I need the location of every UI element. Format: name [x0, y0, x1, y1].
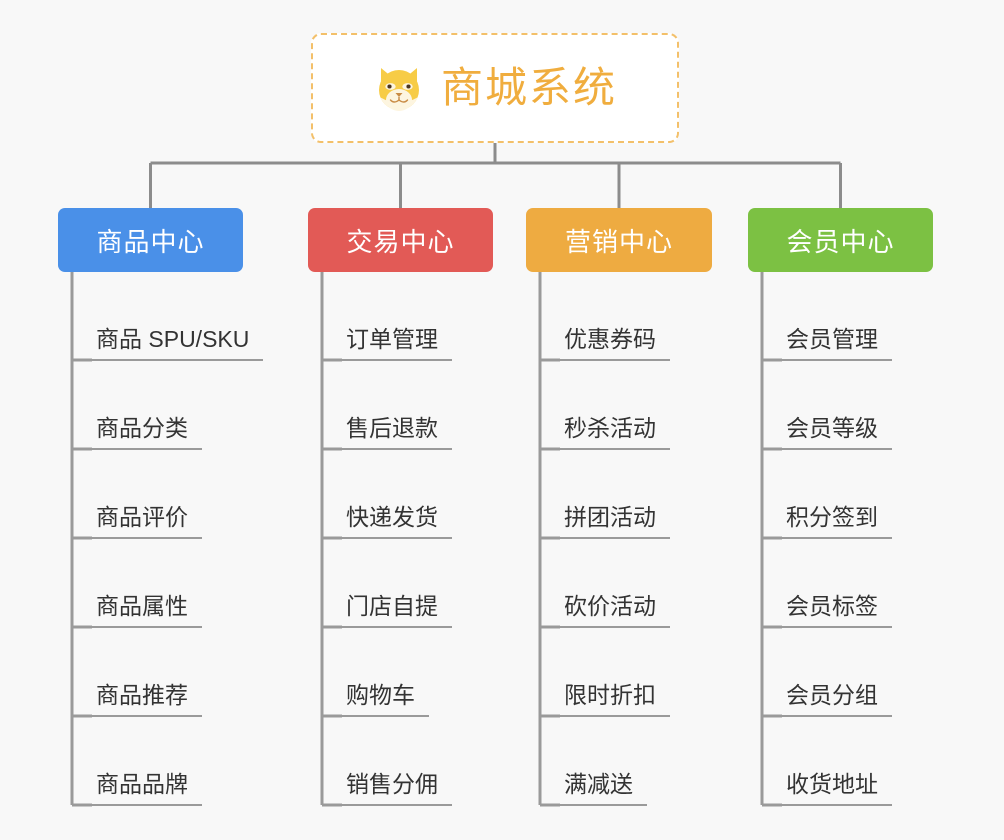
category-box-2[interactable]: 交易中心: [308, 208, 493, 272]
leaf-item[interactable]: 限时折扣: [526, 628, 712, 717]
leaf-list: 订单管理售后退款快递发货门店自提购物车销售分佣: [308, 272, 493, 806]
leaf-item[interactable]: 商品品牌: [58, 717, 243, 806]
leaf-item[interactable]: 快递发货: [308, 450, 493, 539]
leaf-item[interactable]: 订单管理: [308, 272, 493, 361]
leaf-item-label: 商品属性: [90, 593, 202, 628]
leaf-item-label: 会员标签: [780, 593, 892, 628]
leaf-list: 会员管理会员等级积分签到会员标签会员分组收货地址: [748, 272, 933, 806]
leaf-item-label: 购物车: [340, 682, 429, 717]
branch-column-3: 营销中心优惠券码秒杀活动拼团活动砍价活动限时折扣满减送: [526, 208, 712, 806]
leaf-item-label: 订单管理: [340, 326, 452, 361]
category-label: 交易中心: [346, 226, 455, 257]
leaf-list: 商品 SPU/SKU 商品分类商品评价商品属性商品推荐商品品牌: [58, 272, 264, 806]
leaf-item-label: 砍价活动: [558, 593, 670, 628]
leaf-item-label: 满减送: [558, 771, 647, 806]
category-label: 营销中心: [564, 226, 673, 257]
shiba-dog-face-icon: [373, 62, 425, 114]
branch-column-1: 商品中心商品 SPU/SKU 商品分类商品评价商品属性商品推荐商品品牌: [58, 208, 264, 806]
category-box-3[interactable]: 营销中心: [526, 208, 712, 272]
leaf-list: 优惠券码秒杀活动拼团活动砍价活动限时折扣满减送: [526, 272, 712, 806]
leaf-item[interactable]: 秒杀活动: [526, 361, 712, 450]
leaf-item-label: 商品 SPU/SKU: [90, 326, 264, 361]
leaf-item-label: 会员等级: [780, 415, 892, 450]
leaf-item-label: 商品评价: [90, 504, 202, 539]
leaf-item[interactable]: 购物车: [308, 628, 493, 717]
category-label: 会员中心: [786, 226, 895, 257]
leaf-item-label: 优惠券码: [558, 326, 670, 361]
leaf-item[interactable]: 会员标签: [748, 539, 933, 628]
leaf-item-label: 秒杀活动: [558, 415, 670, 450]
leaf-item-label: 收货地址: [780, 771, 892, 806]
leaf-item[interactable]: 收货地址: [748, 717, 933, 806]
leaf-item[interactable]: 售后退款: [308, 361, 493, 450]
root-title: 商城系统: [440, 64, 617, 111]
leaf-item[interactable]: 拼团活动: [526, 450, 712, 539]
category-box-1[interactable]: 商品中心: [58, 208, 243, 272]
leaf-item[interactable]: 积分签到: [748, 450, 933, 539]
leaf-item-label: 拼团活动: [558, 504, 670, 539]
leaf-item-label: 快递发货: [340, 504, 452, 539]
leaf-item-label: 商品分类: [90, 415, 202, 450]
leaf-item[interactable]: 商品推荐: [58, 628, 243, 717]
leaf-item[interactable]: 砍价活动: [526, 539, 712, 628]
category-label: 商品中心: [96, 226, 205, 257]
leaf-item[interactable]: 商品评价: [58, 450, 243, 539]
leaf-item-label: 限时折扣: [558, 682, 670, 717]
category-box-4[interactable]: 会员中心: [748, 208, 933, 272]
branch-column-2: 交易中心订单管理售后退款快递发货门店自提购物车销售分佣: [308, 208, 493, 806]
leaf-item[interactable]: 优惠券码: [526, 272, 712, 361]
root-node[interactable]: 商城系统: [311, 33, 679, 143]
leaf-item-label: 会员分组: [780, 682, 892, 717]
leaf-item[interactable]: 会员分组: [748, 628, 933, 717]
leaf-item[interactable]: 商品分类: [58, 361, 243, 450]
leaf-item-label: 销售分佣: [340, 771, 452, 806]
leaf-item[interactable]: 会员等级: [748, 361, 933, 450]
leaf-item-label: 商品推荐: [90, 682, 202, 717]
leaf-item-label: 门店自提: [340, 593, 452, 628]
branch-column-4: 会员中心会员管理会员等级积分签到会员标签会员分组收货地址: [748, 208, 933, 806]
leaf-item-label: 会员管理: [780, 326, 892, 361]
leaf-item-label: 商品品牌: [90, 771, 202, 806]
leaf-item[interactable]: 满减送: [526, 717, 712, 806]
leaf-item-label: 售后退款: [340, 415, 452, 450]
leaf-item[interactable]: 商品 SPU/SKU: [58, 272, 264, 361]
leaf-item[interactable]: 门店自提: [308, 539, 493, 628]
leaf-item[interactable]: 销售分佣: [308, 717, 493, 806]
leaf-item-label: 积分签到: [780, 504, 892, 539]
leaf-item[interactable]: 会员管理: [748, 272, 933, 361]
leaf-item[interactable]: 商品属性: [58, 539, 243, 628]
